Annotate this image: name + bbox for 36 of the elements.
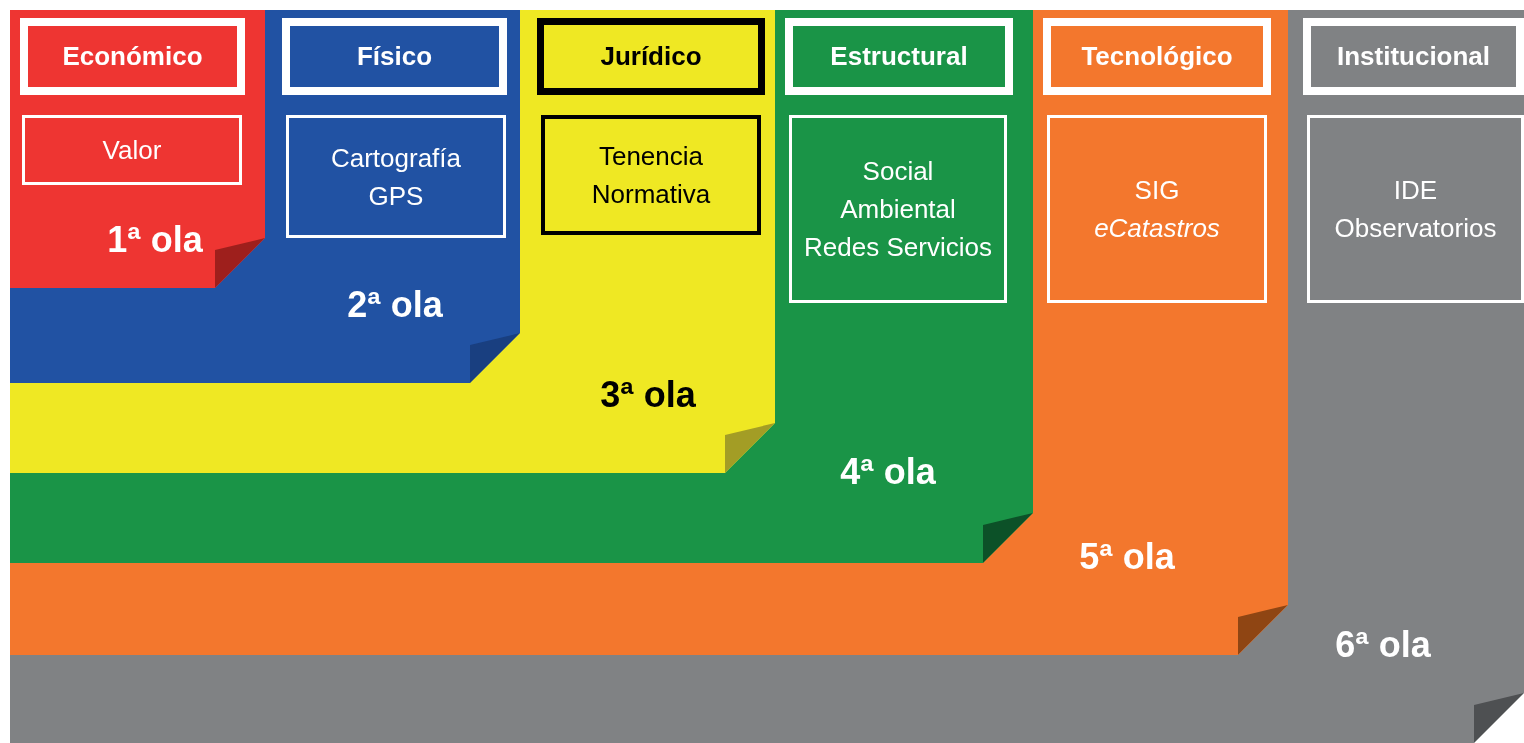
content-box: [541, 115, 761, 235]
list-item: GPS: [368, 179, 424, 213]
list-item: Redes Servicios: [804, 231, 992, 264]
wave-label: 4ª ola: [840, 451, 936, 493]
wave-label: 3ª ola: [600, 374, 696, 416]
wave-label: 6ª ola: [1335, 624, 1431, 666]
wave-label: 2ª ola: [347, 284, 443, 326]
wave-band: [10, 10, 1524, 743]
wave-band: [10, 10, 1033, 563]
wave-label: 5ª ola: [1079, 536, 1175, 578]
category-header: Institucional: [1303, 18, 1524, 95]
content-box: [286, 115, 506, 238]
list-item: IDE: [1393, 174, 1438, 207]
list-item: Valor: [102, 134, 162, 167]
category-header: Estructural: [785, 18, 1013, 95]
list-item: Ambiental: [840, 193, 956, 226]
list-item: eCatastros: [1094, 212, 1220, 245]
list-item: Social: [862, 155, 934, 188]
list-item: Cartografía: [330, 141, 462, 175]
content-box: [1047, 115, 1267, 303]
list-item: Tenencia: [598, 140, 704, 173]
wave-band: [10, 10, 775, 473]
wave-label: 1ª ola: [107, 219, 203, 261]
wave-band: [10, 10, 520, 383]
content-box: [789, 115, 1007, 303]
content-box: [1307, 115, 1524, 303]
content-box: [22, 115, 242, 185]
list-item: Normativa: [591, 178, 711, 211]
category-header: Tecnológico: [1043, 18, 1271, 95]
wave-band: [10, 10, 1288, 655]
wave-band: [10, 10, 265, 288]
list-item: Observatorios: [1334, 212, 1497, 245]
category-header: Físico: [282, 18, 507, 95]
category-header: Jurídico: [537, 18, 765, 95]
category-header: Económico: [20, 18, 245, 95]
list-item: SIG: [1134, 174, 1180, 207]
